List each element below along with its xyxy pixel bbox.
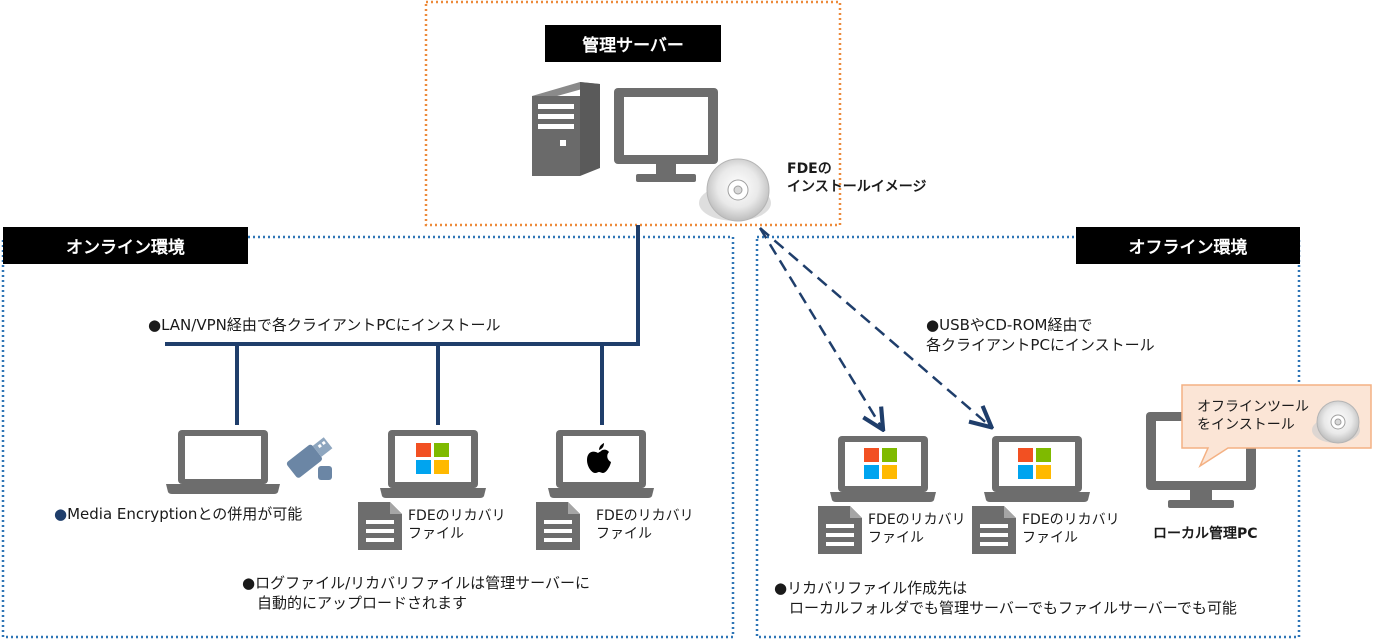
document-icon xyxy=(972,506,1016,554)
callout-text-line1: オフラインツール xyxy=(1197,399,1309,415)
recovery-file-label-line1: FDEのリカバリ xyxy=(1022,512,1120,528)
local-admin-pc-label: ローカル管理PC xyxy=(1153,526,1258,542)
online-area-border xyxy=(1,235,735,639)
install-image-caption: FDEの インストールイメージ xyxy=(787,160,926,196)
recovery-file-label-line2: ファイル xyxy=(868,530,924,546)
offline-dashed-arrows xyxy=(758,227,990,428)
usb-drive-icon xyxy=(286,437,333,478)
install-image-caption-line2: インストールイメージ xyxy=(787,179,927,195)
tower-pc-icon xyxy=(532,82,600,176)
offline-install-note: ●USBやCD-ROM経由で 各クライアントPCにインストール xyxy=(926,315,1155,355)
offline-install-note-line2: 各クライアントPCにインストール xyxy=(926,336,1155,354)
recovery-file-label-line1: FDEのリカバリ xyxy=(596,508,694,524)
windows-logo-icon xyxy=(1018,448,1051,479)
windows-logo-icon xyxy=(416,443,449,474)
callout-text-line2: をインストール xyxy=(1197,417,1295,433)
auto-upload-note-line1: ●ログファイル/リカバリファイルは管理サーバーに xyxy=(242,574,590,592)
recovery-file-label-line2: ファイル xyxy=(1022,530,1078,546)
document-icon xyxy=(818,506,862,554)
server-area-border xyxy=(424,0,842,227)
offline-install-note-line1: ●USBやCD-ROM経由で xyxy=(926,316,1093,334)
cd-disc-icon xyxy=(699,158,771,222)
media-encryption-note-text: Media Encryptionとの併用が可能 xyxy=(67,505,303,523)
recovery-file-label-line1: FDEのリカバリ xyxy=(408,508,506,524)
recovery-destination-note: ●リカバリファイル作成先は ローカルフォルダでも管理サーバーでもファイルサーバー… xyxy=(774,578,1237,618)
callout-text: オフラインツール をインストール xyxy=(1197,398,1309,434)
recovery-file-label: FDEのリカバリ ファイル xyxy=(408,507,506,543)
callout-bubble xyxy=(1181,384,1372,468)
offline-title: オフライン環境 xyxy=(1076,227,1300,264)
recovery-file-label: FDEのリカバリ ファイル xyxy=(868,511,966,547)
auto-upload-note-line2: 自動的にアップロードされます xyxy=(257,594,468,612)
laptop-icon xyxy=(380,430,486,498)
document-icon xyxy=(358,502,402,550)
document-icon xyxy=(536,502,580,550)
apple-logo-icon xyxy=(587,443,611,473)
bullet: ● xyxy=(54,505,68,523)
auto-upload-note: ●ログファイル/リカバリファイルは管理サーバーに 自動的にアップロードされます xyxy=(242,573,590,613)
recovery-destination-note-line1: ●リカバリファイル作成先は xyxy=(774,579,968,597)
online-title: オンライン環境 xyxy=(3,227,248,264)
laptop-icon xyxy=(166,430,280,494)
online-network-lines xyxy=(165,225,640,425)
recovery-destination-note-line2: ローカルフォルダでも管理サーバーでもファイルサーバーでも可能 xyxy=(789,599,1237,617)
recovery-file-label-line2: ファイル xyxy=(596,526,652,542)
online-install-note: ●LAN/VPN経由で各クライアントPCにインストール xyxy=(148,316,501,334)
recovery-file-label-line2: ファイル xyxy=(408,526,464,542)
monitor-icon xyxy=(614,88,718,182)
usb-cap-icon xyxy=(318,466,332,480)
media-encryption-note: ●Media Encryptionとの併用が可能 xyxy=(54,504,302,524)
recovery-file-label: FDEのリカバリ ファイル xyxy=(596,507,694,543)
cd-disc-icon xyxy=(1312,400,1360,444)
recovery-file-label: FDEのリカバリ ファイル xyxy=(1022,511,1120,547)
server-title: 管理サーバー xyxy=(545,25,721,62)
windows-logo-icon xyxy=(864,448,897,479)
recovery-file-label-line1: FDEのリカバリ xyxy=(868,512,966,528)
laptop-icon xyxy=(830,436,936,502)
install-image-caption-line1: FDEの xyxy=(787,161,832,177)
